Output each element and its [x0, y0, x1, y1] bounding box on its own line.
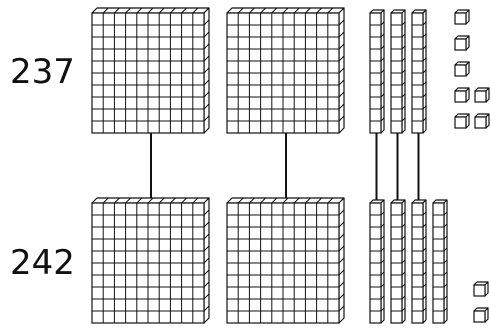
top-hundred-flat: [92, 8, 209, 133]
bottom-hundred-flat: [227, 198, 344, 323]
top-one-cube: [455, 36, 469, 50]
bottom-ten-rod: [433, 200, 447, 323]
bottom-one-cube: [474, 308, 488, 322]
top-one-cube: [455, 88, 469, 102]
top-one-cube: [455, 10, 469, 24]
top-one-cube: [455, 62, 469, 76]
top-hundred-flat: [227, 8, 344, 133]
bottom-one-cube: [474, 282, 488, 296]
top-ten-rod: [412, 10, 426, 133]
top-one-cube: [475, 114, 489, 128]
top-ten-rod: [391, 10, 405, 133]
top-ten-rod: [370, 10, 384, 133]
bottom-ten-rod: [370, 200, 384, 323]
top-one-cube: [475, 88, 489, 102]
top-one-cube: [455, 114, 469, 128]
bottom-hundred-flat: [92, 198, 209, 323]
bottom-ten-rod: [412, 200, 426, 323]
bottom-ten-rod: [391, 200, 405, 323]
